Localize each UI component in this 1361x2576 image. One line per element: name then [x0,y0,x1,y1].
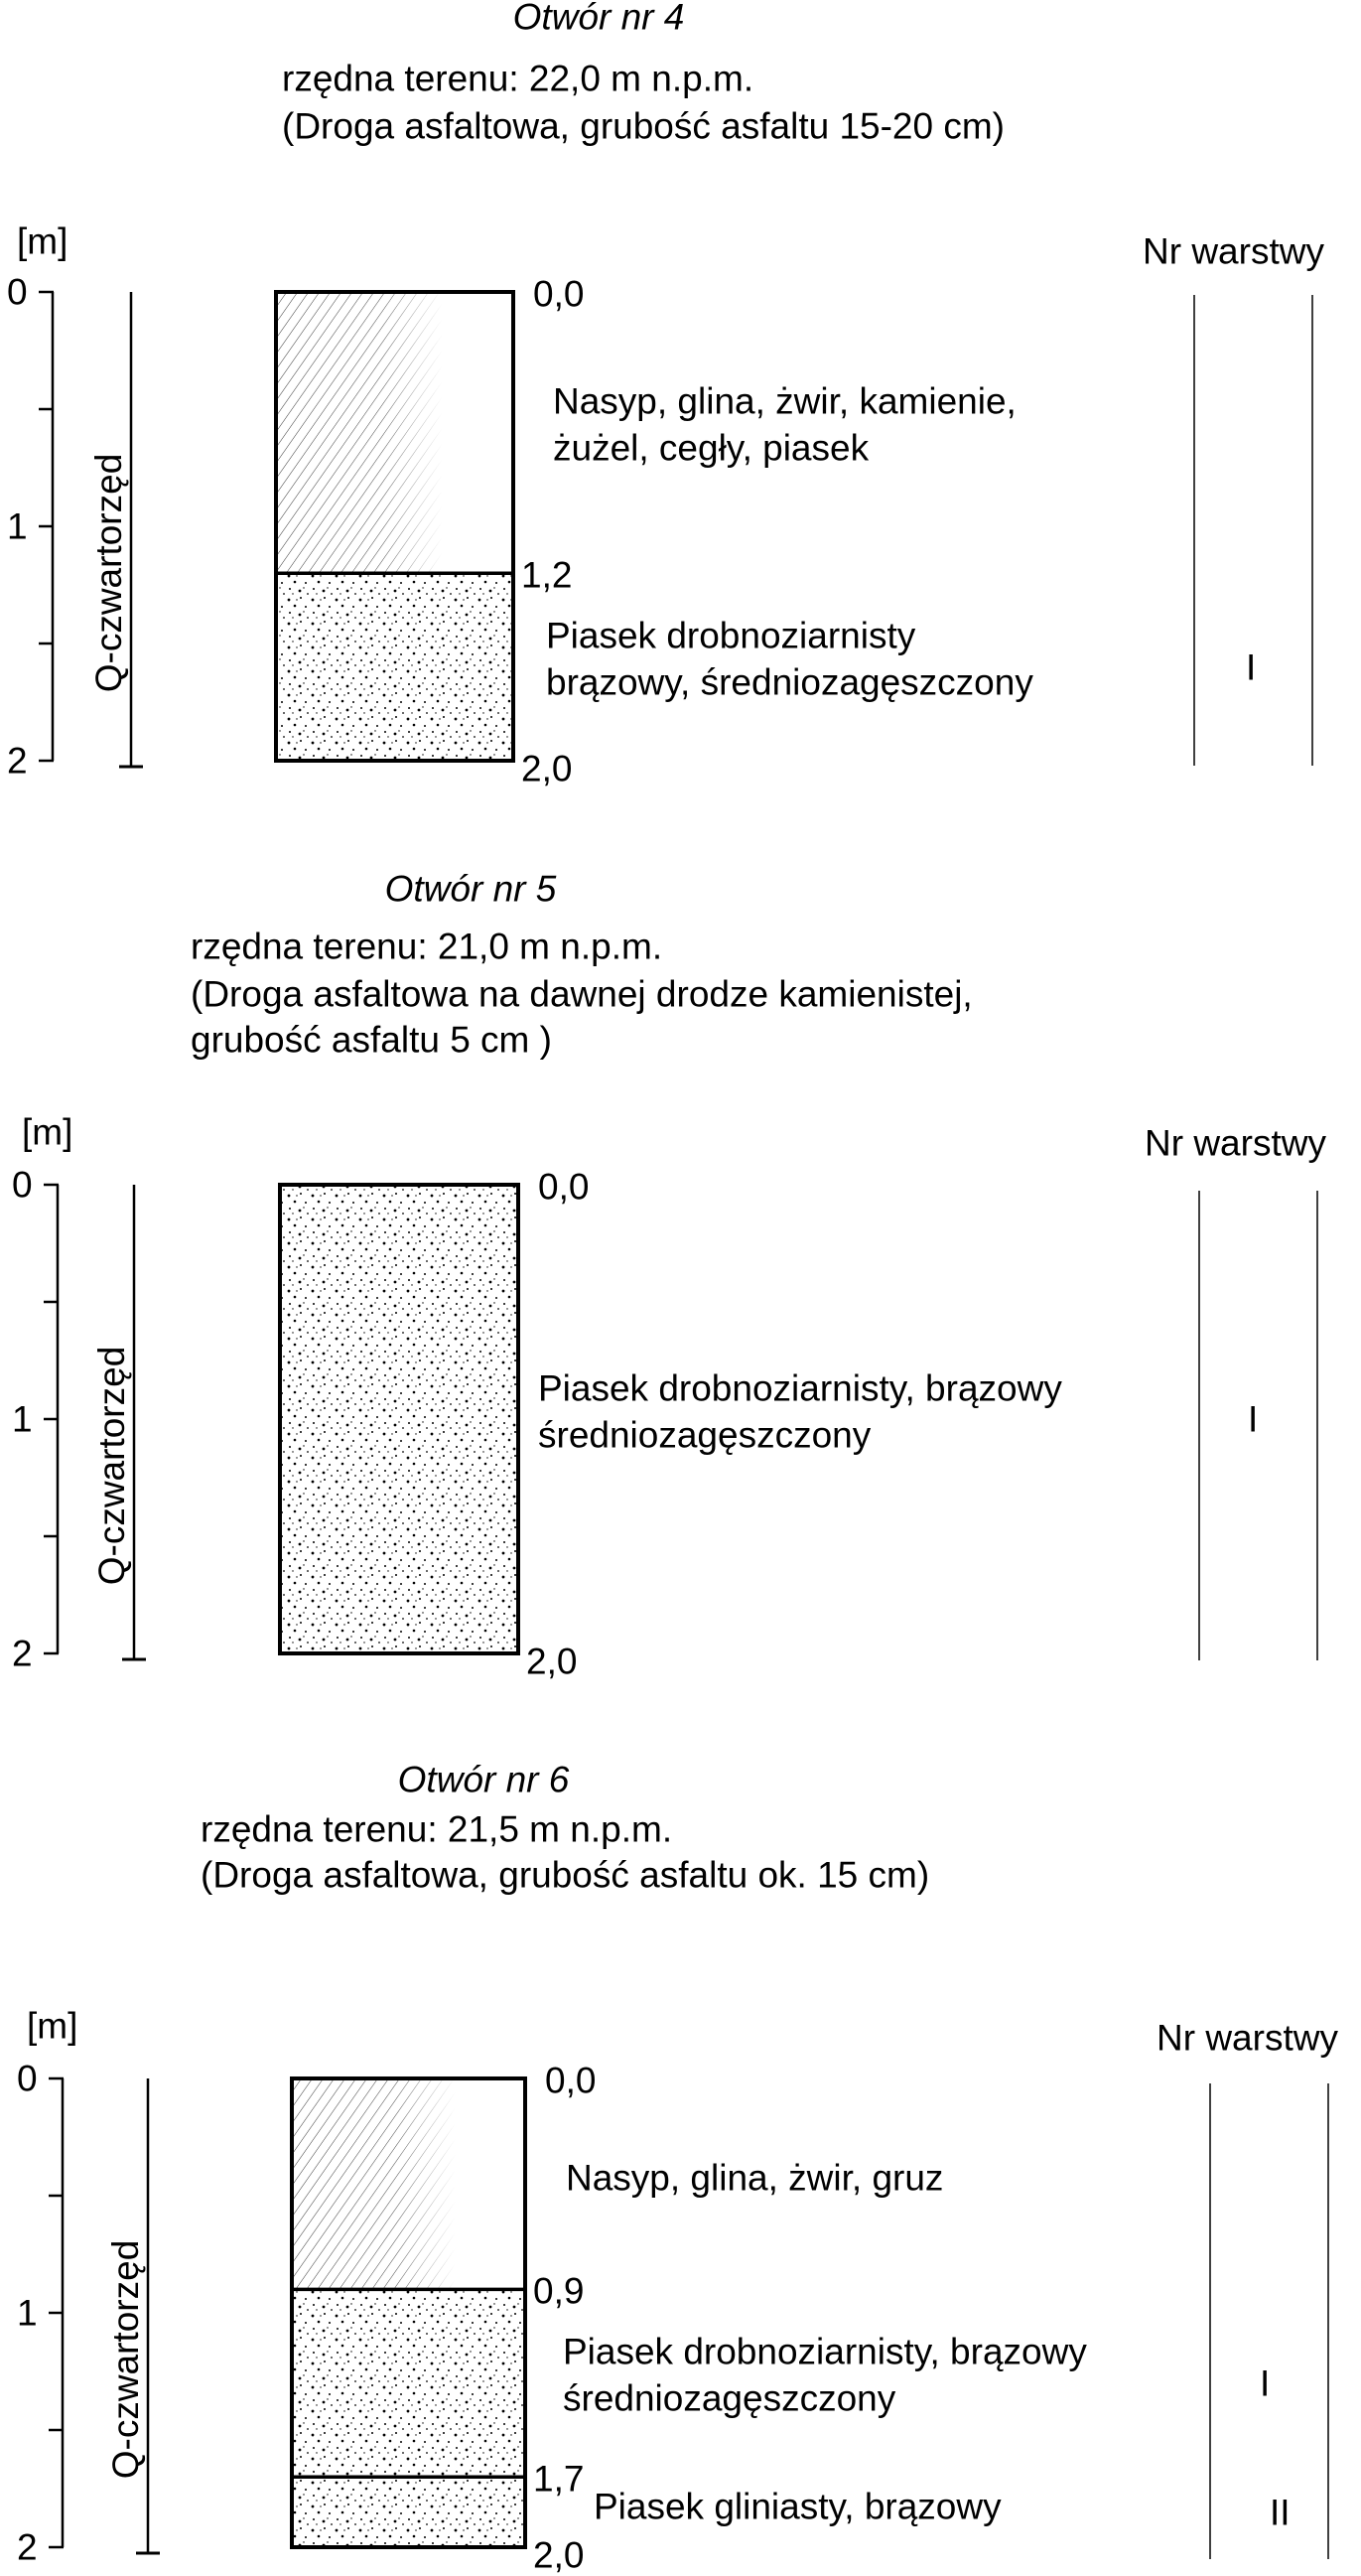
layer-description: Piasek drobnoziarnisty, brązowy [538,1367,1062,1408]
depth-label: 0,9 [533,2270,585,2312]
unit-label: [m] [22,1111,73,1153]
layer-number: I [1260,2362,1271,2404]
borehole-info-line: rzędna terenu: 21,0 m n.p.m. [191,926,663,967]
stratigraphy-label: Q-czwartorzęd [91,1346,132,1586]
borehole-column [278,1183,520,1655]
borehole-info-line: (Droga asfaltowa, grubość asfaltu ok. 15… [201,1854,930,1896]
depth-label: 1,2 [521,554,573,596]
layer-column-header: Nr warstwy [1157,2017,1338,2059]
borehole-info-line: grubość asfaltu 5 cm ) [191,1019,552,1061]
borehole-info-line: rzędna terenu: 22,0 m n.p.m. [282,58,754,99]
borehole-title: Otwór nr 5 [384,868,557,910]
unit-label: [m] [17,220,68,262]
stratigraphy-label: Q-czwartorzęd [88,453,129,693]
sand-dots-pattern [292,2289,525,2478]
depth-label: 1,7 [533,2458,585,2500]
depth-scale-tick-label: 0 [12,1164,33,1206]
layer-description: Piasek drobnoziarnisty [546,615,916,656]
layer-column-header: Nr warstwy [1145,1122,1326,1164]
depth-scale-tick-label: 1 [12,1398,33,1440]
layer-number: II [1270,2492,1291,2533]
layer-number: I [1246,646,1257,688]
layer-description: średniozagęszczony [563,2377,896,2419]
borehole-column [290,2076,527,2549]
layer-description: żużel, cegły, piasek [553,427,870,469]
borehole-column [274,290,515,763]
depth-scale-tick-label: 1 [17,2292,38,2334]
depth-label: 0,0 [545,2060,597,2101]
sand-dots-pattern [280,1185,518,1653]
unit-label: [m] [27,2005,78,2047]
depth-scale-tick-label: 0 [17,2058,38,2099]
depth-scale-tick-label: 2 [17,2526,38,2568]
borehole-info-line: (Droga asfaltowa, grubość asfaltu 15-20 … [282,105,1006,147]
depth-scale-tick-label: 1 [7,505,28,547]
borehole-info-line: (Droga asfaltowa na dawnej drodze kamien… [191,973,973,1015]
sand-dots-pattern [292,2477,525,2547]
depth-label: 2,0 [526,1641,578,1682]
fill-hatch-pattern [276,292,513,574]
layer-description: średniozagęszczony [538,1414,872,1455]
layer-description: Nasyp, glina, żwir, kamienie, [553,380,1017,422]
borehole-info-line: rzędna terenu: 21,5 m n.p.m. [201,1808,673,1850]
layer-column-header: Nr warstwy [1143,230,1324,272]
depth-label: 0,0 [533,273,585,315]
sand-dots-pattern [276,573,513,761]
layer-description: Piasek gliniasty, brązowy [594,2486,1002,2527]
layer-description: brązowy, średniozagęszczony [546,661,1033,703]
stratigraphy-label: Q-czwartorzęd [105,2239,146,2480]
depth-scale-tick-label: 2 [7,740,28,782]
fill-hatch-pattern [292,2078,525,2290]
layer-description: Nasyp, glina, żwir, gruz [566,2157,944,2199]
depth-label: 2,0 [533,2534,585,2576]
layer-number: I [1248,1398,1259,1440]
layer-description: Piasek drobnoziarnisty, brązowy [563,2331,1087,2372]
depth-scale-tick-label: 2 [12,1633,33,1674]
depth-label: 0,0 [538,1166,590,1208]
borehole-title: Otwór nr 4 [512,0,685,38]
depth-label: 2,0 [521,748,573,789]
borehole-title: Otwór nr 6 [397,1759,570,1800]
depth-scale-tick-label: 0 [7,271,28,313]
